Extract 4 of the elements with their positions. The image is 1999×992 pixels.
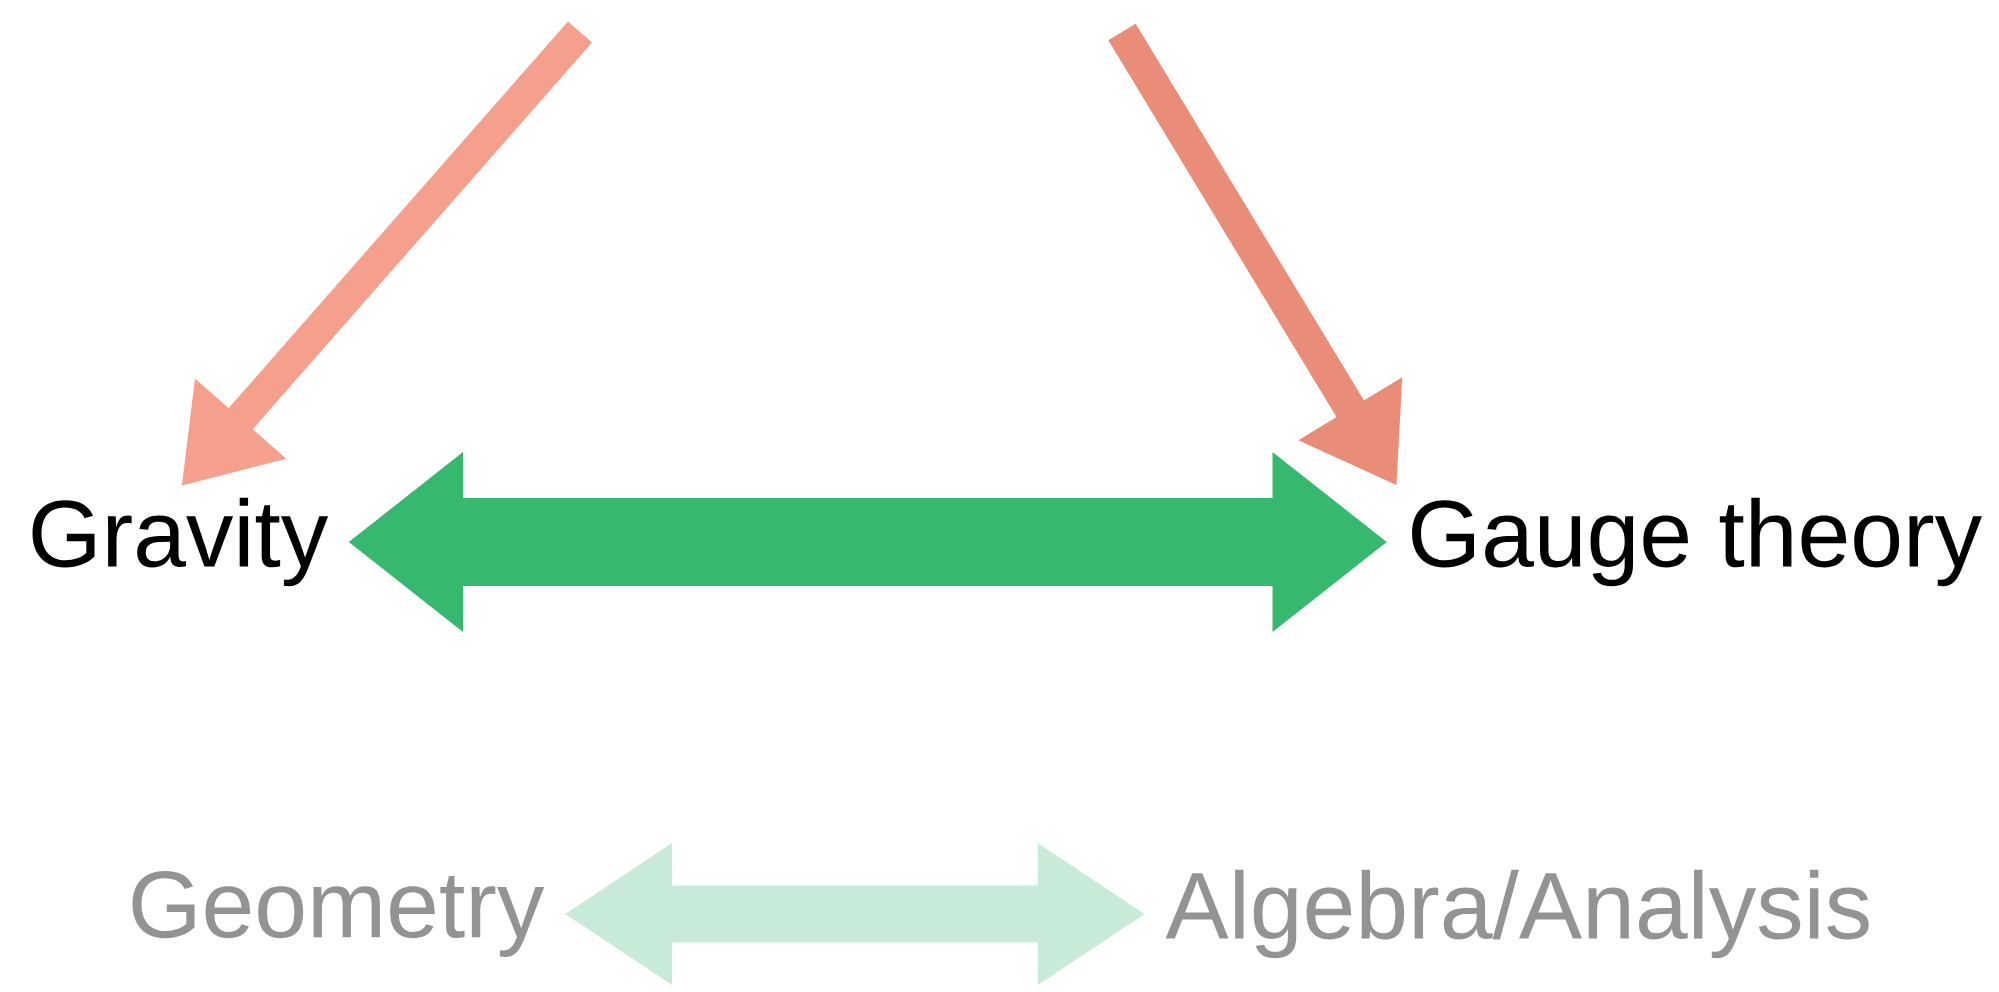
- node-label: Gravity: [32, 497, 329, 587]
- node-label: Algebra/Analysis: [1165, 869, 1869, 959]
- node-label: Geometry: [132, 871, 545, 957]
- node-label: Gauge theory: [1412, 497, 1982, 587]
